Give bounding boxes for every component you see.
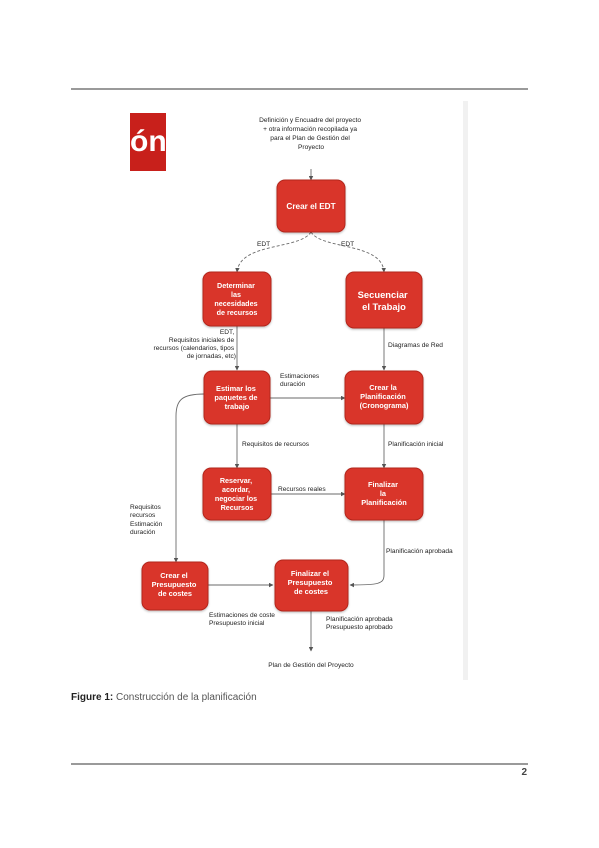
label-estimaciones-duracion: Estimaciones duración <box>280 373 321 388</box>
node-crear-presupuesto: Crear el Presupuesto de costes <box>141 561 209 611</box>
logo-fragment: ón <box>130 113 166 171</box>
label-planificacion-aprobada: Planificación aprobada <box>386 548 453 555</box>
arrow-estimar-to-crear-presupuesto <box>173 393 205 563</box>
label-edt-requisitos: EDT, Requisitos iniciales de recursos (c… <box>154 329 236 360</box>
label-edt-left: EDT <box>257 241 270 248</box>
node-crear-planificacion: Crear la Planificación (Cronograma) <box>344 370 424 425</box>
arrow-edt-to-secuenciar <box>310 231 386 273</box>
page-number: 2 <box>521 767 527 778</box>
label-top-input: Definición y Encuadre del proyecto + otr… <box>259 117 363 151</box>
svg-text:Finalizar el Presupuesto: Finalizar el Presupuesto de costes <box>288 569 335 596</box>
label-planificacion-presupuesto: Planificación aprobada Presupuesto aprob… <box>326 616 395 631</box>
caption-label: Figure 1: <box>71 692 114 703</box>
node-reservar-recursos: Reservar, acordar, negociar los Recursos <box>202 467 272 521</box>
label-estimaciones-coste: Estimaciones de coste Presupuesto inicia… <box>209 612 277 627</box>
node-finalizar-planificacion: Finalizar la Planificación <box>344 467 424 521</box>
node-crear-edt: Crear el EDT <box>276 179 346 233</box>
label-requisitos-estimacion: Requisitos recursos Estimación duración <box>130 504 164 536</box>
svg-text:Estimar los paquetes de: Estimar los paquetes de trabajo <box>214 384 259 411</box>
label-edt-right: EDT <box>341 241 354 248</box>
arrow-finalizar-planificacion-to-presupuesto <box>349 520 385 588</box>
svg-text:Finalizar la Plani: Finalizar la Planificación <box>361 480 407 507</box>
arrow-edt-to-determinar <box>235 231 312 273</box>
caption-text: Construcción de la planificación <box>116 692 257 703</box>
top-rule <box>71 88 528 90</box>
label-output-plan: Plan de Gestión del Proyecto <box>268 662 354 669</box>
label-diagramas-red: Diagramas de Red <box>388 342 443 349</box>
svg-text:Determinar las nec: Determinar las necesidades de recursos <box>214 281 259 317</box>
node-finalizar-presupuesto: Finalizar el Presupuesto de costes <box>274 559 349 612</box>
node-secuenciar-trabajo: Secuenciar el Trabajo <box>345 271 423 329</box>
label-planificacion-inicial: Planificación inicial <box>388 441 444 448</box>
connectors <box>173 169 387 652</box>
label-requisitos-recursos: Requisitos de recursos <box>242 441 310 448</box>
svg-text:Reservar, acordar,: Reservar, acordar, negociar los Recursos <box>215 476 259 512</box>
figure-caption: Figure 1: Construcción de la planificaci… <box>71 692 257 703</box>
label-recursos-reales: Recursos reales <box>278 486 326 493</box>
svg-text:Crear el EDT: Crear el EDT <box>286 202 335 211</box>
node-determinar-recursos: Determinar las necesidades de recursos <box>202 271 272 327</box>
node-estimar-paquetes: Estimar los paquetes de trabajo <box>203 370 271 425</box>
svg-text:Crear el Presupuesto: Crear el Presupuesto de costes <box>152 571 199 598</box>
svg-text:Secuenciar el Trabajo: Secuenciar el Trabajo <box>358 289 411 312</box>
bottom-rule <box>71 763 528 765</box>
svg-text:Crear la Planificación: Crear la Planificación (Cronograma) <box>360 383 409 410</box>
